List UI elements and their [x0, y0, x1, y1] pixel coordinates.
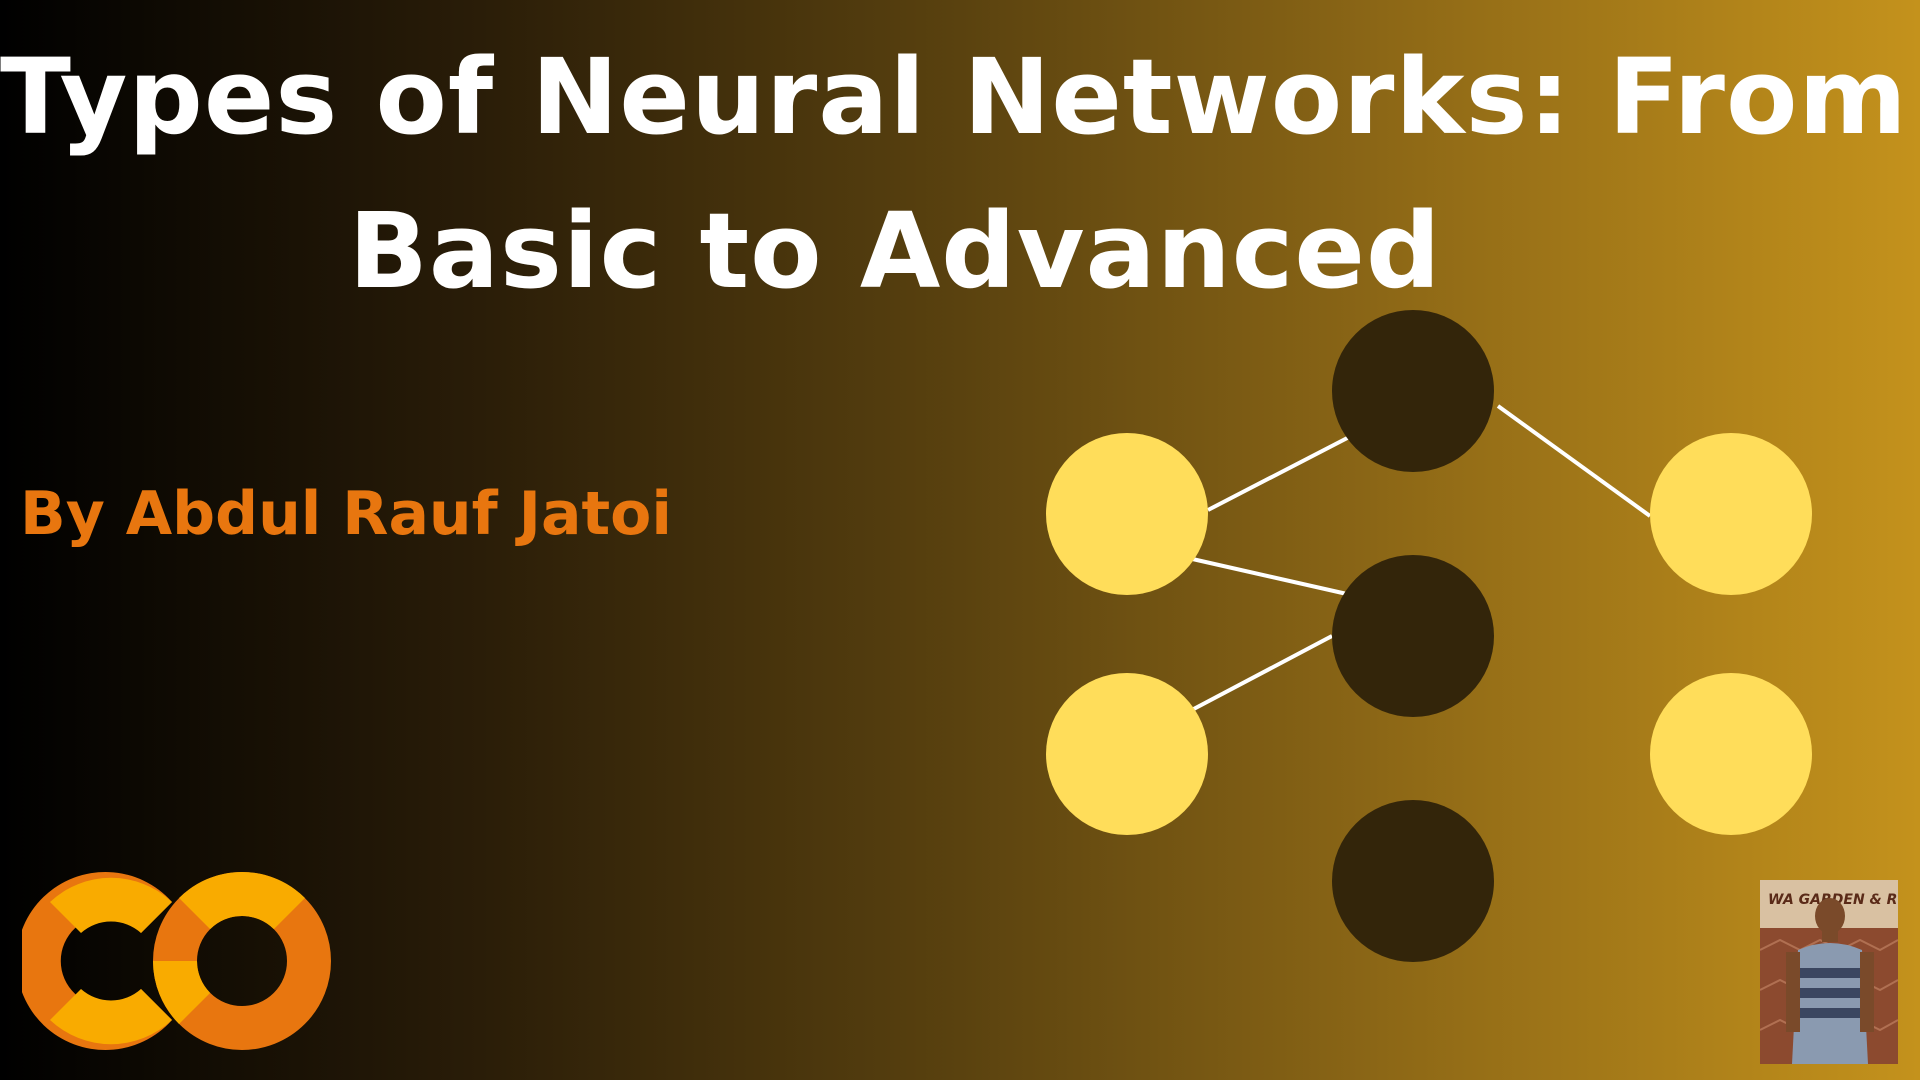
node-hidden-2 — [1332, 555, 1494, 717]
page-title: Types of Neural Networks: From Basic to … — [0, 20, 1908, 328]
node-output-1 — [1650, 433, 1812, 595]
author-byline: By Abdul Rauf Jatoi — [20, 479, 672, 549]
colab-logo-c — [22, 872, 172, 1050]
title-line-1: Types of Neural Networks: From — [0, 36, 1908, 158]
title-line-2: Basic to Advanced — [348, 190, 1442, 312]
node-input-2 — [1046, 673, 1208, 835]
edge-hidden1-output1 — [1496, 404, 1652, 518]
colab-logo-icon — [22, 871, 331, 1050]
network-edges — [1187, 404, 1652, 714]
colab-logo-o — [152, 871, 331, 1050]
node-output-2 — [1650, 673, 1812, 835]
edge-input1-hidden1 — [1207, 432, 1356, 512]
node-hidden-3 — [1332, 800, 1494, 962]
node-input-1 — [1046, 433, 1208, 595]
network-nodes — [1046, 310, 1812, 962]
author-photo: WA GARDEN & R — [1760, 880, 1898, 1064]
edge-input1-hidden2 — [1187, 556, 1348, 596]
edge-input2-hidden2 — [1187, 634, 1333, 714]
node-hidden-1 — [1332, 310, 1494, 472]
